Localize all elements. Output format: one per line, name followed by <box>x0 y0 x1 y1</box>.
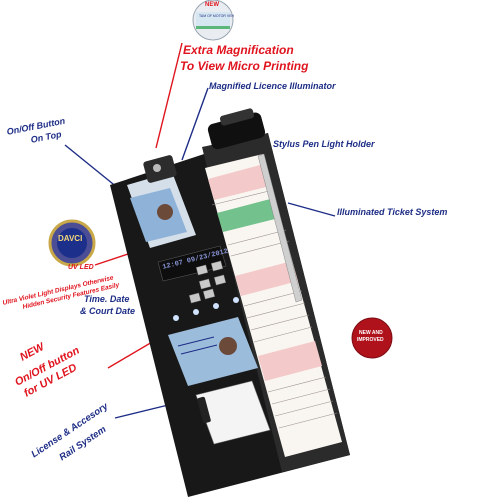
license-card-body <box>168 317 258 386</box>
leader-line-magnification <box>155 42 183 149</box>
ticket-form-lines <box>211 189 338 429</box>
callout-magnified-illuminator: Magnified Licence Illuminator <box>209 81 336 91</box>
callout-stylus-holder: Stylus Pen Light Holder <box>273 139 375 149</box>
uv-leds <box>173 297 239 321</box>
ticket-band-pink-2 <box>235 261 298 296</box>
callout-uv-led: UV LED <box>68 264 94 271</box>
callout-illuminated-ticket: Illuminated Ticket System <box>337 207 448 217</box>
keypad <box>188 260 227 304</box>
uv-card-text: DAVCI <box>58 234 83 243</box>
clip-handle <box>219 108 255 126</box>
inset-micro-text: TAM OF MOTOR VEH <box>199 14 235 18</box>
ticket-sheet <box>205 154 342 457</box>
callout-time-date-line2: & Court Date <box>80 306 136 316</box>
license-photo-top <box>157 204 173 220</box>
uv-card-inset <box>48 219 96 267</box>
leader-line-illuminator <box>181 87 209 161</box>
new-improved-badge-line2: IMPROVED <box>357 337 384 343</box>
ticket-paper <box>205 154 342 457</box>
stylus-pen <box>257 153 303 303</box>
callout-view-micro-printing: To View Micro Printing <box>180 59 309 73</box>
new-improved-badge-line1: NEW AND <box>359 330 383 336</box>
on-off-button-top <box>153 164 161 172</box>
new-improved-badge <box>351 317 393 359</box>
callout-extra-magnification: Extra Magnification <box>183 43 294 57</box>
license-photo-lower <box>219 337 237 355</box>
rail-clip <box>197 396 211 424</box>
license-card-lower <box>168 317 258 386</box>
ticket-band-pink-3 <box>258 341 322 381</box>
ticket-band-pink <box>208 164 270 200</box>
lcd-display <box>157 245 227 282</box>
callout-time-date-line1: Time. Date <box>84 294 130 304</box>
accessory-pocket <box>195 380 271 445</box>
leader-line-ticket <box>287 202 336 217</box>
ticket-band-green <box>217 198 279 232</box>
magnifier-assembly <box>127 155 196 248</box>
inset-new-badge: NEW <box>205 2 219 8</box>
magnifier-inset <box>192 0 234 41</box>
leader-line-on-off <box>64 144 119 189</box>
